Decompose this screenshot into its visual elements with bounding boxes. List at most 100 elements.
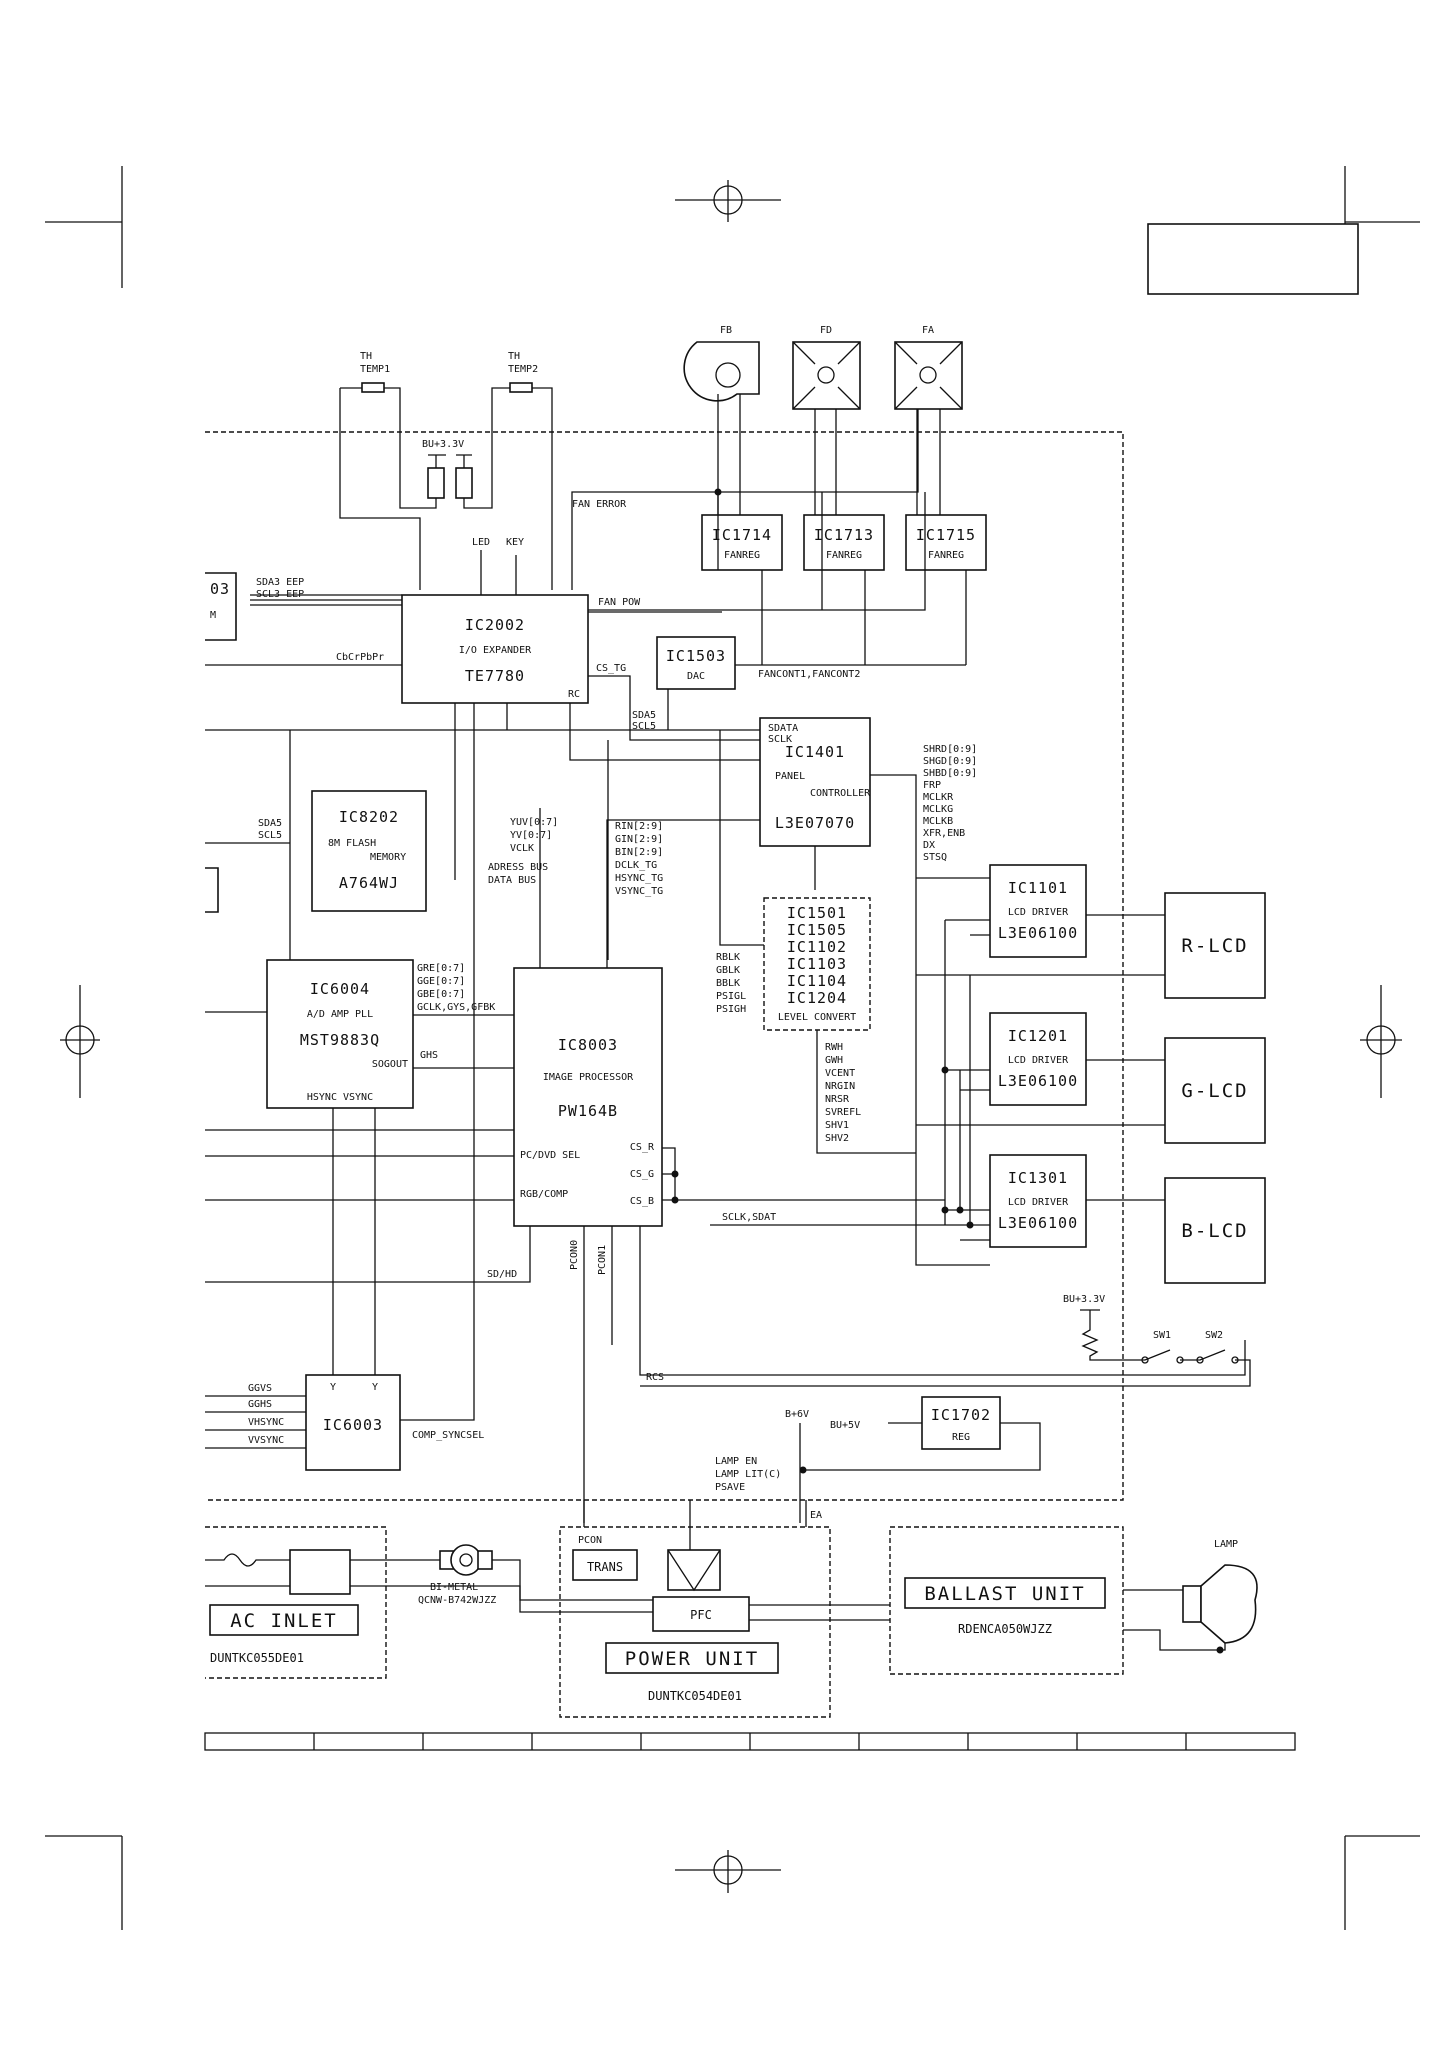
ic2002-sub: I/O EXPANDER [459, 645, 532, 656]
partial-03-sub: M [210, 610, 216, 621]
svg-text:LCD DRIVER: LCD DRIVER [1008, 1055, 1069, 1066]
ic1301-block: IC1301 LCD DRIVER L3E06100 [989, 1154, 1087, 1248]
rblk-bus [719, 730, 764, 946]
yuv-labels: YUV[0:7] YV[0:7] VCLK [510, 817, 558, 854]
cs-tg-label: CS_TG [596, 663, 626, 674]
ic1401-name: IC1401 [785, 743, 845, 761]
svg-text:RBLK: RBLK [716, 952, 740, 963]
bu5v-label: BU+5V [830, 1420, 860, 1431]
ic8202-part: A764WJ [339, 874, 399, 892]
scl5a-label: SCL5 [632, 721, 656, 732]
svg-text:XFR,ENB: XFR,ENB [923, 828, 965, 839]
svg-text:RIN[2:9]: RIN[2:9] [615, 821, 663, 832]
svg-text:PSIGL: PSIGL [716, 991, 746, 1002]
ic1401-wiring [539, 740, 1165, 1266]
ic1401-block: SDATA SCLK IC1401 PANEL CONTROLLER L3E07… [759, 717, 871, 847]
ic8003-pcdvd: PC/DVD SEL [520, 1150, 580, 1161]
comp-syncsel-label: COMP_SYNCSEL [412, 1430, 484, 1441]
svg-text:SHBD[0:9]: SHBD[0:9] [923, 768, 977, 779]
b-lcd-panel: B-LCD [1164, 1177, 1266, 1284]
ic2002-block: IC2002 I/O EXPANDER TE7780 RC [401, 594, 589, 704]
bu33b-label: BU+3.3V [1063, 1294, 1105, 1305]
ic1401-sub2: CONTROLLER [810, 788, 871, 799]
rcs-label: RCS [646, 1372, 664, 1383]
ic1715-sub: FANREG [928, 550, 964, 561]
svg-text:GGVS: GGVS [248, 1383, 272, 1394]
svg-text:DUNTKC054DE01: DUNTKC054DE01 [648, 1689, 742, 1703]
ic6004-name: IC6004 [310, 980, 370, 998]
rwh-bus [816, 1030, 916, 1154]
svg-text:SHV2: SHV2 [825, 1133, 849, 1144]
fan-fa-label: FA [922, 325, 934, 336]
svg-text:YUV[0:7]: YUV[0:7] [510, 817, 558, 828]
svg-text:GGHS: GGHS [248, 1399, 272, 1410]
svg-text:BBLK: BBLK [716, 978, 740, 989]
lamp-signal-labels: LAMP EN LAMP LIT(C) PSAVE [715, 1456, 781, 1493]
svg-text:IC1505: IC1505 [787, 921, 847, 939]
sda5b-label: SDA5 [258, 818, 282, 829]
fan-error-label: FAN ERROR [572, 499, 627, 510]
svg-text:L3E06100: L3E06100 [998, 924, 1078, 942]
sclk-sdat-label: SCLK,SDAT [722, 1212, 776, 1223]
fan-fb [683, 341, 760, 402]
svg-text:GWH: GWH [825, 1055, 843, 1066]
fan-fb-label: FB [720, 325, 732, 336]
svg-text:IC1104: IC1104 [787, 972, 847, 990]
ic1503-block: IC1503 DAC [656, 636, 736, 690]
b6v-label: B+6V [785, 1409, 809, 1420]
ic1401-sclk: SCLK [768, 734, 792, 745]
svg-text:RWH: RWH [825, 1042, 843, 1053]
svg-text:SHV1: SHV1 [825, 1120, 849, 1131]
svg-text:VVSYNC: VVSYNC [248, 1435, 284, 1446]
ic8003-part: PW164B [558, 1102, 618, 1120]
svg-text:NRSR: NRSR [825, 1094, 850, 1105]
svg-text:MCLKR: MCLKR [923, 792, 954, 803]
ic1201-block: IC1201 LCD DRIVER L3E06100 [989, 1012, 1087, 1106]
svg-text:DCLK_TG: DCLK_TG [615, 860, 657, 871]
bimetal-icon [439, 1544, 653, 1601]
th1-label-b: TEMP1 [360, 364, 390, 375]
ic1401-part: L3E07070 [775, 814, 855, 832]
ic8003-block: IC8003 IMAGE PROCESSOR PW164B PC/DVD SEL… [513, 967, 663, 1227]
fan-fd-label: FD [820, 325, 832, 336]
ic1503-name: IC1503 [666, 647, 726, 665]
svg-text:LAMP LIT(C): LAMP LIT(C) [715, 1469, 781, 1480]
r-lcd-panel: R-LCD [1164, 892, 1266, 999]
level-convert-block: IC1501 IC1505 IC1102 IC1103 IC1104 IC120… [763, 897, 871, 1031]
svg-text:VHSYNC: VHSYNC [248, 1417, 284, 1428]
ic8202-sub2: MEMORY [370, 852, 406, 863]
pullup-resistors [339, 387, 553, 590]
sda5b-bus [205, 730, 291, 960]
fan-fa [894, 341, 963, 410]
svg-text:IC1103: IC1103 [787, 955, 847, 973]
ic6003-wiring [205, 703, 475, 1449]
svg-text:MCLKG: MCLKG [923, 804, 953, 815]
svg-text:LAMP EN: LAMP EN [715, 1456, 757, 1467]
svg-text:PFC: PFC [690, 1608, 712, 1622]
svg-text:RDENCA050WJZZ: RDENCA050WJZZ [958, 1622, 1052, 1636]
th2-label-a: TH [508, 351, 520, 362]
svg-text:PCON: PCON [578, 1535, 602, 1546]
svg-text:G-LCD: G-LCD [1181, 1080, 1248, 1102]
svg-text:VCENT: VCENT [825, 1068, 855, 1079]
bu33-label: BU+3.3V [422, 439, 464, 450]
fan-fd [792, 341, 861, 410]
ic8003-wiring [205, 1129, 1246, 1523]
svg-text:GBLK: GBLK [716, 965, 740, 976]
svg-text:IC1501: IC1501 [787, 904, 847, 922]
ic8003-name: IC8003 [558, 1036, 618, 1054]
adress-labels: ADRESS BUS DATA BUS [488, 862, 548, 886]
sda3-label: SDA3 EEP [256, 577, 304, 588]
ic6004-block: IC6004 A/D AMP PLL MST9883Q SOGOUT HSYNC… [266, 959, 414, 1109]
switch-wiring [640, 1309, 1251, 1387]
rblk-labels: RBLK GBLK BBLK PSIGL PSIGH [716, 952, 746, 1015]
svg-text:GCLK,GYS,GFBK: GCLK,GYS,GFBK [417, 1002, 495, 1013]
svg-text:POWER UNIT: POWER UNIT [625, 1648, 759, 1670]
svg-text:Y: Y [372, 1382, 378, 1393]
power-unit-wiring [583, 1500, 890, 1621]
svg-text:PSAVE: PSAVE [715, 1482, 745, 1493]
sw2-label: SW2 [1205, 1330, 1223, 1341]
main-board-border [205, 431, 1124, 1501]
fanreg-ic1714: IC1714 FANREG [701, 514, 783, 571]
